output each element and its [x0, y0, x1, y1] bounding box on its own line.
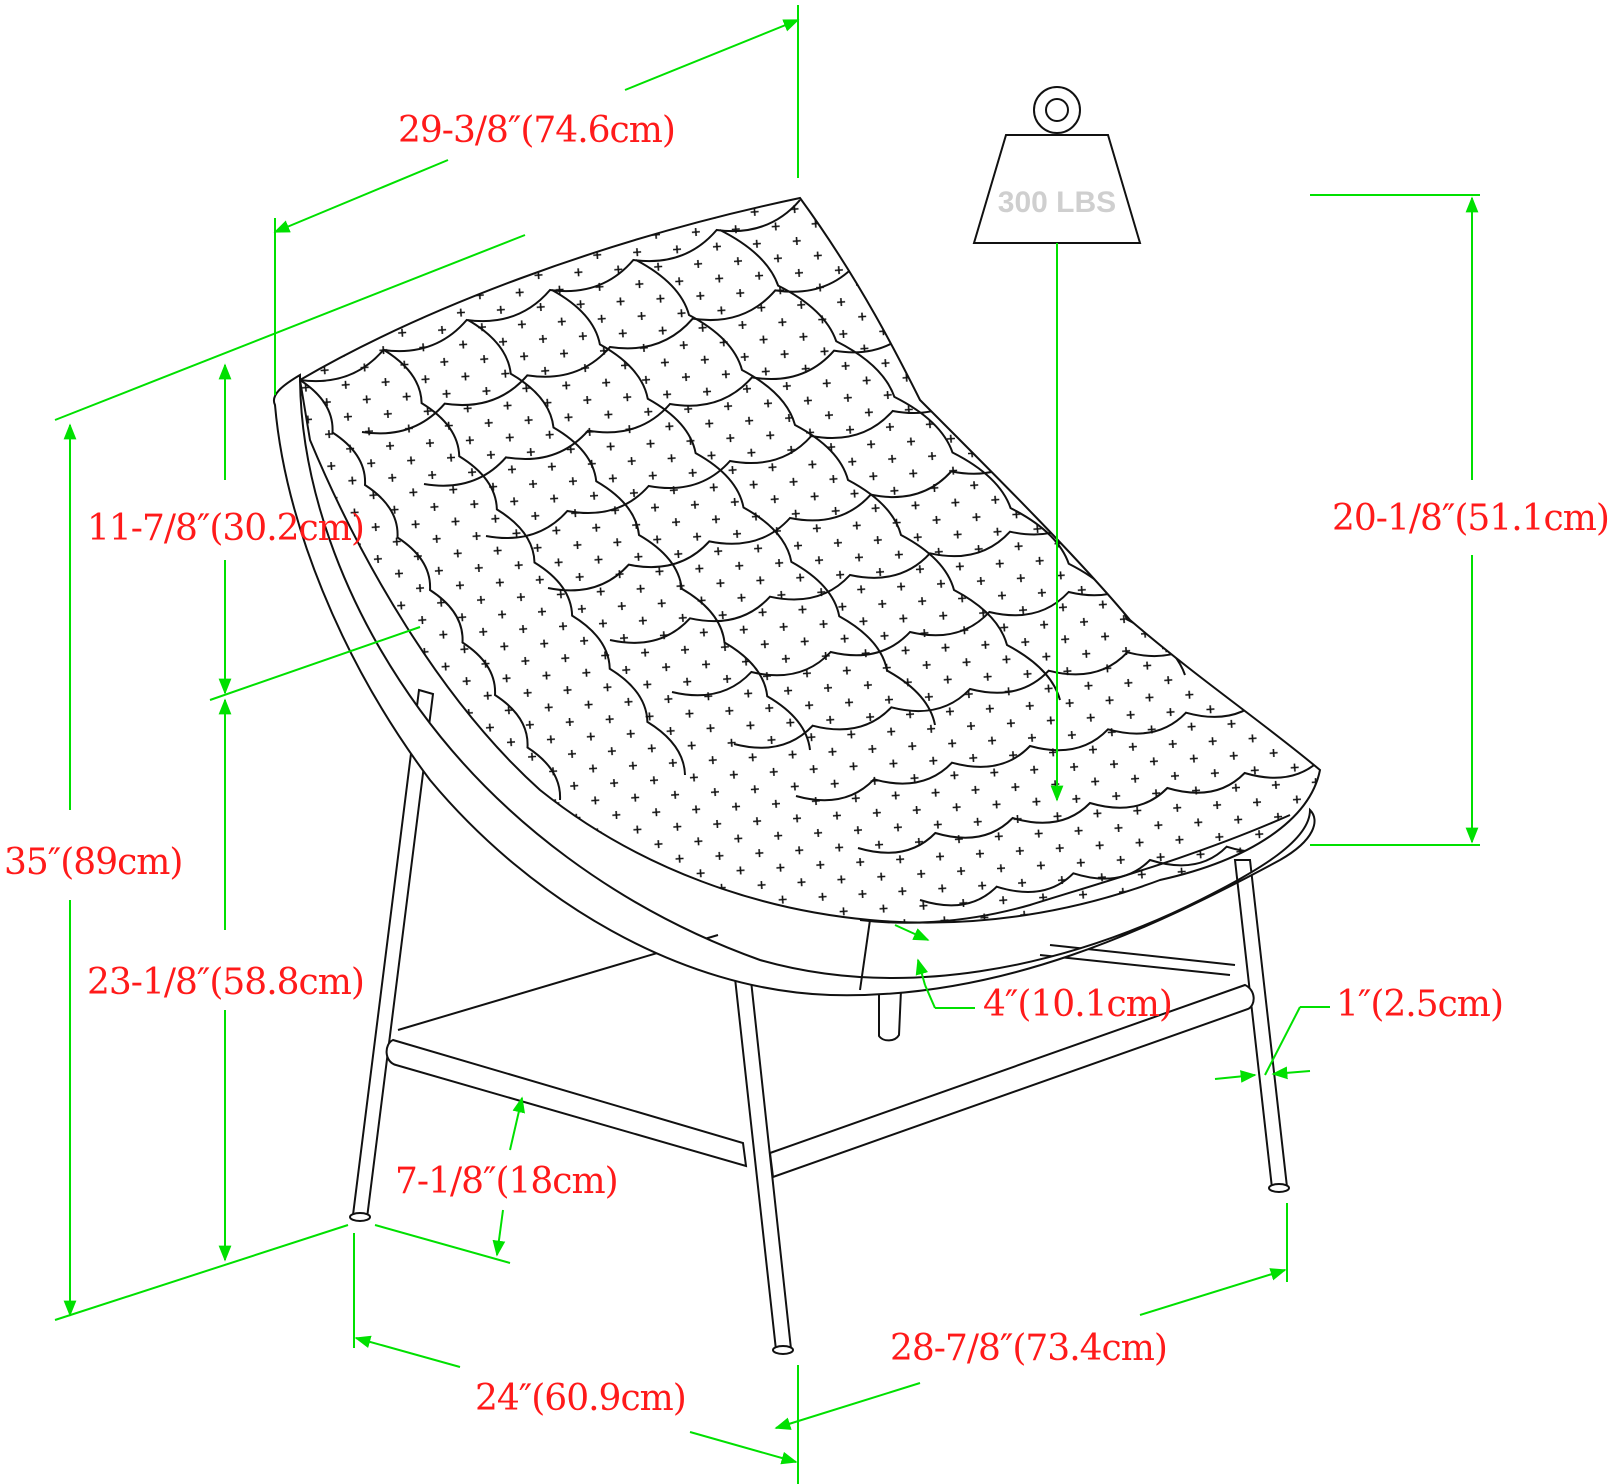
cushion-seam-row	[485, 385, 975, 540]
dimension-lines	[54, 5, 1480, 1484]
seat-depth-label: 20-1/8″(51.1cm)	[1332, 498, 1608, 539]
cushion-seam-row	[300, 199, 801, 383]
cushion-seam-row	[609, 509, 1091, 644]
weight-icon: 300 LBS	[972, 86, 1142, 802]
backrest-height-label: 11-7/8″(30.2cm)	[87, 508, 364, 549]
cushion-seam-row	[361, 261, 859, 435]
cushion-seam-row	[857, 757, 1320, 854]
cushion-seam-column	[383, 349, 686, 776]
cushion-seam-row	[671, 571, 1149, 697]
stretcher-height-label: 7-1/8″(18cm)	[395, 1161, 618, 1202]
chair-stretchers	[385, 934, 1255, 1179]
overall-width-label: 29-3/8″(74.6cm)	[398, 110, 675, 151]
chair-cushion	[299, 197, 1321, 991]
cushion-seam-row	[733, 633, 1207, 749]
cushion-seam-column	[300, 379, 562, 801]
leg-diameter-label: 1″(2.5cm)	[1336, 984, 1503, 1025]
dimension-labels: 29-3/8″(74.6cm) 11-7/8″(30.2cm) 35″(89cm…	[4, 110, 1608, 1419]
cushion-seam-row	[795, 695, 1265, 802]
base-width-label: 24″(60.9cm)	[475, 1378, 686, 1419]
base-depth-label: 28-7/8″(73.4cm)	[890, 1328, 1167, 1369]
chair-shell	[272, 373, 1316, 997]
cushion-seam-row	[423, 323, 917, 487]
chair-legs	[349, 688, 1290, 1355]
cushion-seam-column	[551, 289, 936, 726]
cushion-seam-column	[635, 259, 1061, 701]
cushion-seam-column	[467, 319, 811, 751]
seat-height-label: 23-1/8″(58.8cm)	[87, 962, 364, 1003]
cushion-thickness-label: 4″(10.1cm)	[983, 984, 1172, 1025]
overall-height-label: 35″(89cm)	[4, 842, 182, 883]
cushion-seam-row	[547, 447, 1033, 592]
weight-capacity-label: 300 LBS	[998, 186, 1116, 219]
